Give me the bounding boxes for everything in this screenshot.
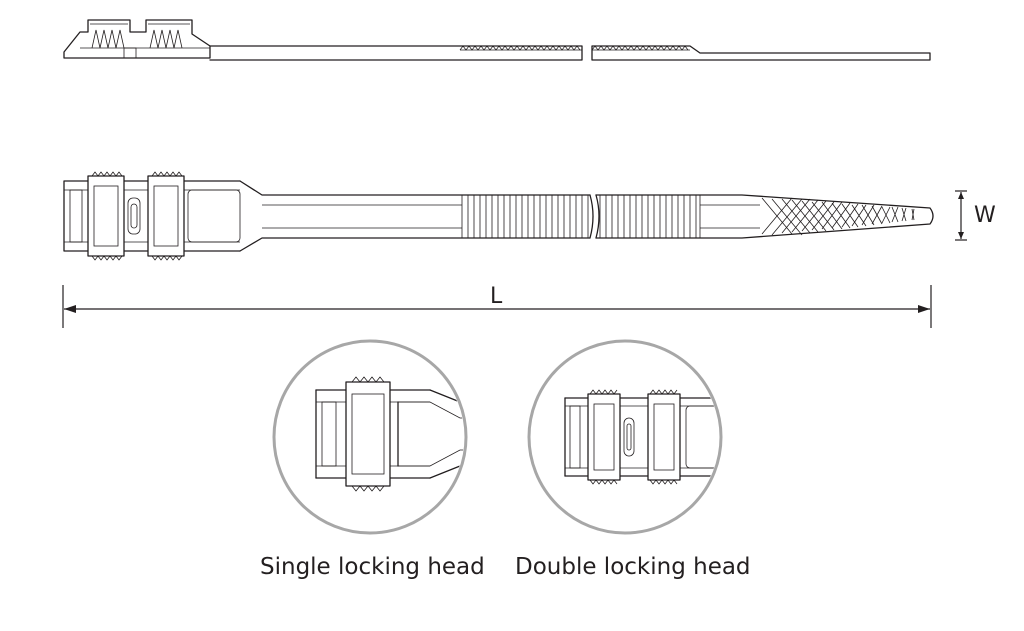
length-label: L [490,284,503,309]
width-label: W [974,203,996,228]
side-view [63,19,931,61]
double-locking-head-detail [527,339,723,535]
width-dimension: W [955,190,996,241]
length-dimension: L [62,284,932,328]
single-locking-head-caption: Single locking head [260,554,485,580]
top-view [63,171,934,261]
double-locking-head-caption: Double locking head [515,554,751,580]
single-locking-head-detail [272,339,468,535]
